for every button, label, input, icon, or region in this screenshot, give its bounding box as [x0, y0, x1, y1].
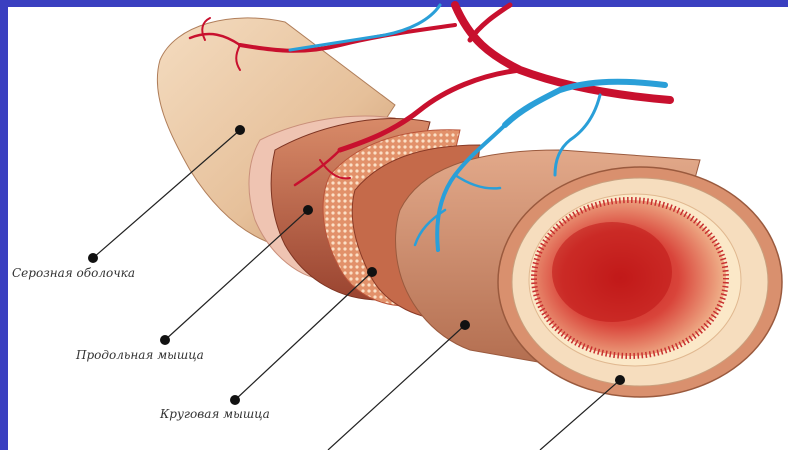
- pointer-dot-longitudinal-end: [160, 335, 170, 345]
- pointer-dot-circular-end: [230, 395, 240, 405]
- label-serosa: Серозная оболочка: [12, 266, 135, 280]
- pointer-dot-serosa: [235, 125, 245, 135]
- label-circular-muscle: Круговая мышца: [160, 407, 270, 421]
- lumen: [552, 222, 672, 322]
- pointer-dot-mucosa: [615, 375, 625, 385]
- pointer-dot-serosa-end: [88, 253, 98, 263]
- pointer-dot-submucosa: [460, 320, 470, 330]
- pointer-dot-longitudinal: [303, 205, 313, 215]
- label-longitudinal-muscle: Продольная мышца: [76, 348, 204, 362]
- pointer-dot-circular: [367, 267, 377, 277]
